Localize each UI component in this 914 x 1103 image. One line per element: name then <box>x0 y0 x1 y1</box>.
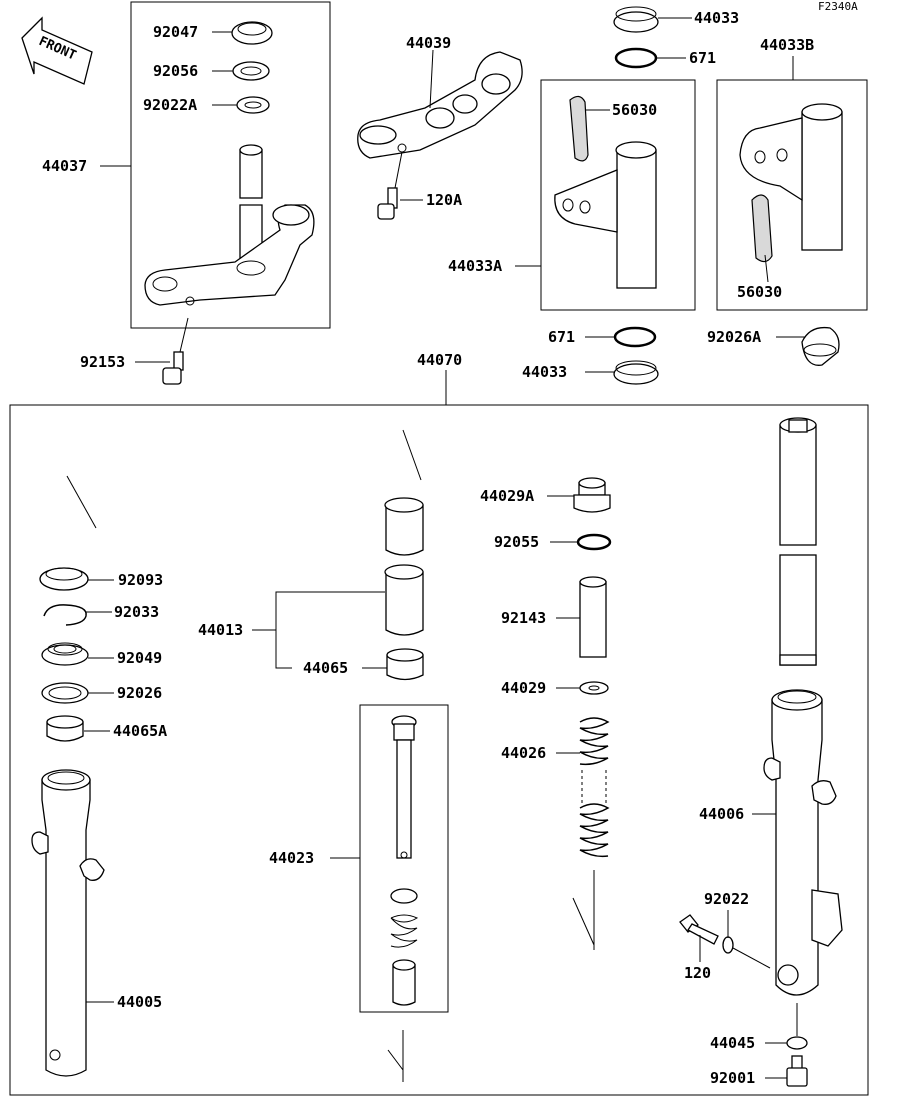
bolt-120 <box>679 914 719 945</box>
label-44039: 44039 <box>406 34 451 52</box>
label-44037: 44037 <box>42 157 87 175</box>
washer-92022 <box>722 936 734 954</box>
label-56030-a: 56030 <box>612 101 657 119</box>
cap-44033-bottom <box>613 360 659 385</box>
label-44033-top: 44033 <box>694 9 739 27</box>
label-671-bottom: 671 <box>548 328 575 346</box>
label-92001: 92001 <box>710 1069 755 1087</box>
cap-92026A <box>801 326 840 366</box>
bolt-92153 <box>162 351 184 385</box>
fork-tube-box-44033A <box>540 79 696 311</box>
label-44070: 44070 <box>417 351 462 369</box>
oring-671-bottom <box>613 326 657 348</box>
bushing-44013-bottom <box>384 564 424 636</box>
bolt-120A <box>377 187 398 220</box>
oring-92055 <box>576 533 612 551</box>
label-44033B: 44033B <box>760 36 814 54</box>
nut-92047 <box>231 21 273 45</box>
label-92022A: 92022A <box>143 96 197 114</box>
collar-92143 <box>579 576 607 658</box>
cap-bolt-44029A <box>573 477 611 513</box>
label-92022: 92022 <box>704 890 749 908</box>
washer-92022A <box>236 96 270 114</box>
shim-56030-b <box>751 194 773 263</box>
outer-tube-44006 <box>763 689 843 996</box>
inner-tube-lower <box>779 554 817 666</box>
label-92049: 92049 <box>117 649 162 667</box>
shim-56030-a <box>569 95 589 162</box>
outer-tube-44005 <box>31 769 105 1077</box>
label-44023: 44023 <box>269 849 314 867</box>
label-671-top: 671 <box>689 49 716 67</box>
bushing-44013-top <box>384 497 424 556</box>
fork-tube-44033A <box>554 141 657 289</box>
label-92055: 92055 <box>494 533 539 551</box>
label-44013: 44013 <box>198 621 243 639</box>
label-44065: 44065 <box>303 659 348 677</box>
label-44045: 44045 <box>710 1034 755 1052</box>
circlip-92033 <box>43 604 87 626</box>
bushing-44065 <box>386 648 424 681</box>
label-44033A: 44033A <box>448 257 502 275</box>
label-92047: 92047 <box>153 23 198 41</box>
diagram-code: F2340A <box>818 0 858 13</box>
bolt-92001 <box>786 1055 808 1087</box>
oil-seal-92049 <box>41 642 89 666</box>
cap-44033-top <box>613 6 659 33</box>
label-92026A: 92026A <box>707 328 761 346</box>
oring-671-top <box>614 47 658 69</box>
label-44005: 44005 <box>117 993 162 1011</box>
bushing-44065A <box>46 715 84 742</box>
label-92153: 92153 <box>80 353 125 371</box>
label-92143: 92143 <box>501 609 546 627</box>
inner-tube-upper <box>779 417 817 546</box>
fork-spring-44026 <box>579 717 610 858</box>
label-92093: 92093 <box>118 571 163 589</box>
label-120: 120 <box>684 964 711 982</box>
upper-bracket-44039 <box>357 51 523 159</box>
label-44033-bottom: 44033 <box>522 363 567 381</box>
front-arrow-icon: FRONT <box>21 16 93 85</box>
front-fork-assembly-box <box>9 404 869 1096</box>
label-44026: 44026 <box>501 744 546 762</box>
label-92056: 92056 <box>153 62 198 80</box>
label-92026: 92026 <box>117 684 162 702</box>
washer-44045 <box>786 1036 808 1050</box>
label-120A: 120A <box>426 191 462 209</box>
label-44029: 44029 <box>501 679 546 697</box>
label-56030-b: 56030 <box>737 283 782 301</box>
oil-seal-92093 <box>39 567 89 591</box>
label-44065A: 44065A <box>113 722 167 740</box>
steering-stem-box <box>130 1 331 329</box>
fork-tube-44033B <box>739 103 843 251</box>
label-44006: 44006 <box>699 805 744 823</box>
label-44029A: 44029A <box>480 487 534 505</box>
washer-92056 <box>232 61 270 81</box>
fork-tube-box-44033B <box>716 79 868 311</box>
steering-stem-44037 <box>144 144 315 306</box>
label-92033: 92033 <box>114 603 159 621</box>
washer-44029 <box>579 681 609 695</box>
damper-rod-44023 <box>390 715 419 1006</box>
